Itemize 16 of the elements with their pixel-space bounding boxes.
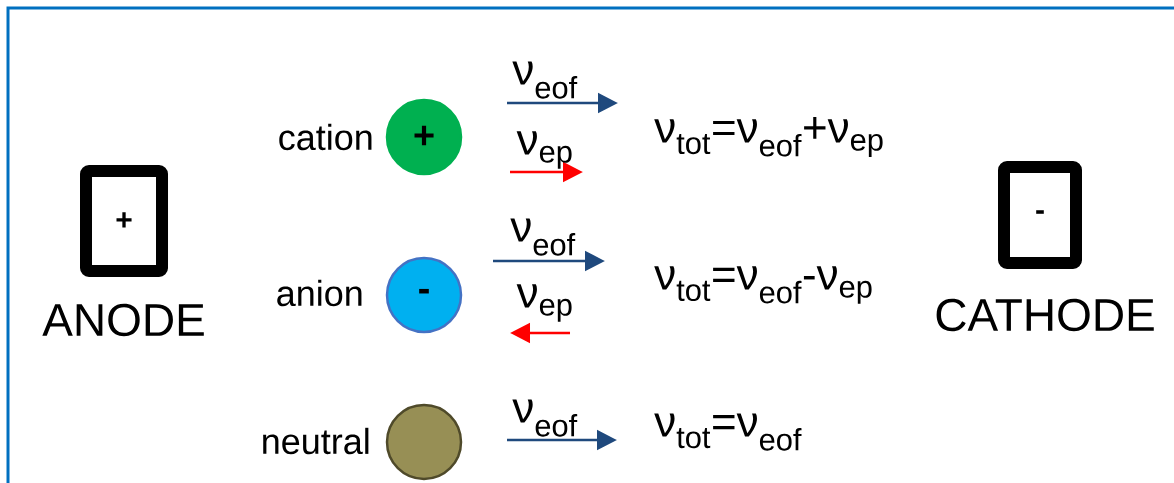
electrode-box: + <box>80 165 168 277</box>
velocity-label: ν$_{eof}$ <box>510 218 576 256</box>
velocity-label: ν$_{ep}$ <box>516 284 572 322</box>
node-caption: ANODE <box>42 303 204 337</box>
node-caption: cation <box>279 123 372 151</box>
velocity-label: ν$_{eof}$ <box>512 399 578 437</box>
electrode-box: - <box>998 161 1082 269</box>
velocity-label: ν$_{eof}$ <box>512 61 578 99</box>
node-caption: anion <box>277 279 362 307</box>
node-caption: CATHODE <box>936 298 1154 332</box>
node-caption: neutral <box>263 427 369 455</box>
velocity-equation: ν$_{tot}$=ν$_{eof}$-ν$_{ep}$ <box>654 266 872 304</box>
particle-circle <box>385 403 463 481</box>
velocity-equation: ν$_{tot}$=ν$_{eof}$+ν$_{ep}$ <box>654 117 883 157</box>
velocity-equation: ν$_{tot}$=ν$_{eof}$ <box>654 413 802 451</box>
velocity-label: ν$_{ep}$ <box>516 131 572 169</box>
